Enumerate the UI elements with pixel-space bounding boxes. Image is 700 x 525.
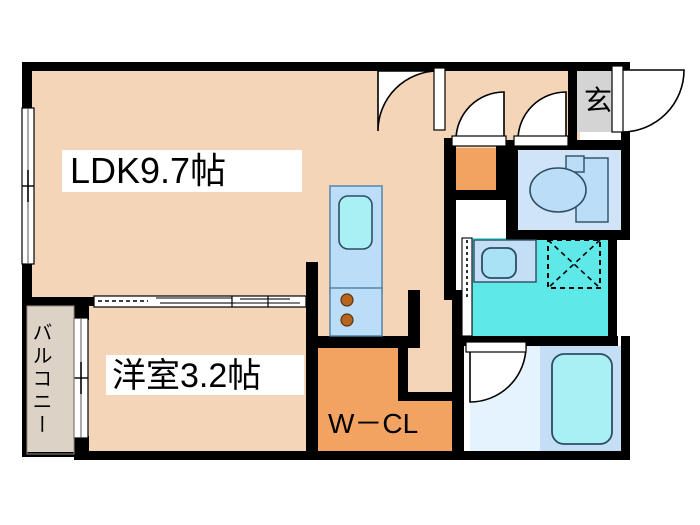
wall-ldk-right-upper xyxy=(306,262,318,306)
wall-bedroom-bottom xyxy=(74,451,464,460)
bathtub-fixture xyxy=(551,353,613,445)
wall-bedroom-left2 xyxy=(80,436,89,458)
stove-burner-1 xyxy=(340,293,354,307)
door-toilet[interactable] xyxy=(513,91,569,147)
wall-toilet-left xyxy=(506,140,518,238)
stove-burner-2 xyxy=(340,313,354,327)
door-ldk[interactable] xyxy=(377,67,446,132)
wall-kitchen-bottom xyxy=(306,336,418,348)
room-labels: LDK9.7帖 洋室3.2帖 W－CL バルコニー 玄 xyxy=(29,85,612,439)
wall-corridor-right xyxy=(408,290,420,348)
wall-shoe-bottom xyxy=(444,190,506,200)
door-hallway-closet[interactable] xyxy=(451,91,507,147)
kitchen-stove-top xyxy=(329,287,383,337)
wall-wcl-bottom-step xyxy=(398,392,458,401)
sliding-door-ldk-bedroom[interactable] xyxy=(93,295,307,308)
wall-top xyxy=(22,62,630,71)
wcl-floor xyxy=(310,348,456,451)
balcony-rail xyxy=(26,305,75,455)
wall-partition-ldk-bedroom xyxy=(88,297,94,306)
wall-entrance-left xyxy=(568,62,577,140)
window-ldk-left xyxy=(21,107,35,265)
wall-balcony-left xyxy=(22,297,27,457)
wall-corridor-right-lower xyxy=(452,290,464,460)
wall-shoe-left xyxy=(444,138,456,200)
bathtub xyxy=(551,353,613,445)
wall-bath-bottom xyxy=(462,451,630,460)
door-entrance[interactable] xyxy=(611,65,685,133)
wall-shoe-right xyxy=(496,138,506,198)
wall-right-toilet xyxy=(621,140,630,240)
kitchen-sink-basin xyxy=(338,195,373,250)
wall-toilet-bottom xyxy=(506,230,630,240)
balcony-label-text: バルコニー xyxy=(29,322,51,437)
bedroom-label-text: 洋室3.2帖 xyxy=(112,357,261,395)
label-bedroom: 洋室3.2帖 xyxy=(106,355,304,395)
washing-machine-space xyxy=(547,239,601,289)
wcl-label-text: W－CL xyxy=(328,408,418,439)
toilet-bowl xyxy=(529,167,587,213)
wall-bath-right xyxy=(621,336,630,460)
door-bath[interactable] xyxy=(465,341,527,403)
doors xyxy=(377,65,685,403)
toilet-fixture xyxy=(529,155,609,223)
wall-bedroom-left xyxy=(80,300,89,320)
wall-left-lower xyxy=(22,262,32,306)
label-ldk: LDK9.7帖 xyxy=(62,150,302,192)
wash-basin-fixture xyxy=(473,239,537,283)
openings xyxy=(21,107,307,455)
sliding-door-washroom[interactable] xyxy=(461,237,473,337)
wall-ldk-bottom-left xyxy=(22,297,88,306)
wall-washroom-bottom xyxy=(462,336,618,346)
window-bedroom-balcony xyxy=(73,317,89,439)
wall-left-upper xyxy=(22,62,32,110)
entrance-label-text: 玄 xyxy=(584,85,612,116)
wall-wcl-right xyxy=(398,348,408,400)
kitchen-unit xyxy=(329,185,383,337)
fixtures xyxy=(329,155,613,445)
ldk-label-text: LDK9.7帖 xyxy=(70,150,226,191)
wall-washroom-right xyxy=(608,230,617,340)
wall-bedroom-right xyxy=(306,306,318,451)
basin-bowl xyxy=(481,247,517,279)
balcony-floor xyxy=(22,306,74,456)
